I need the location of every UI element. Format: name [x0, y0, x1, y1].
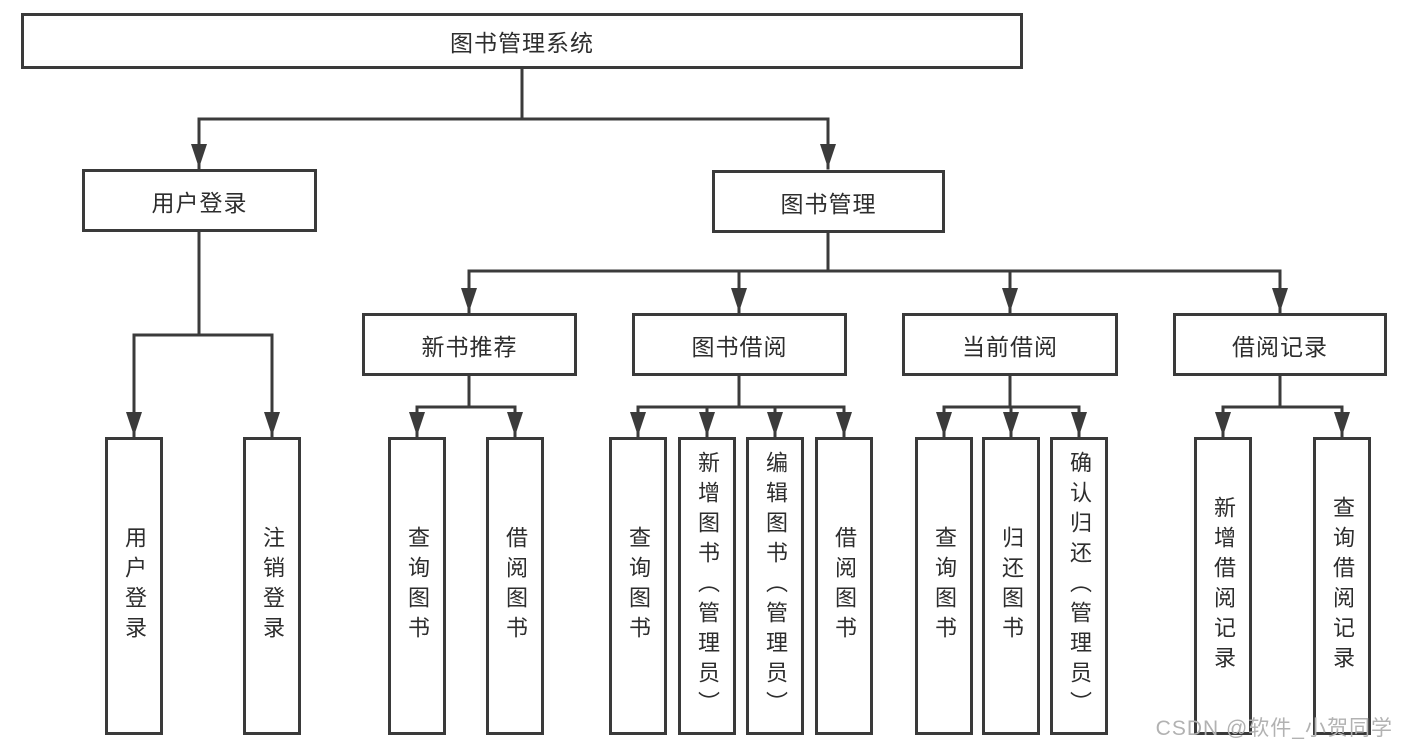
node-label: 注销登录 — [260, 526, 285, 646]
leaf-logout: 注销登录 — [243, 437, 301, 735]
node-label: 借阅记录 — [1232, 333, 1328, 360]
node-label: 用户登录 — [151, 189, 248, 216]
node-label: 图书借阅 — [691, 333, 788, 360]
node-label: 图书管理系统 — [450, 30, 594, 56]
node-label: 确认归还（管理员） — [1067, 451, 1092, 721]
node-current-borrowing: 当前借阅 — [902, 313, 1118, 376]
leaf-query-books-recommend: 查询图书 — [388, 437, 446, 735]
leaf-query-books-current: 查询图书 — [915, 437, 973, 735]
node-new-book-recommend: 新书推荐 — [362, 313, 577, 376]
node-label: 归还图书 — [999, 526, 1024, 646]
node-label: 查询图书 — [932, 526, 957, 646]
node-borrowing-records: 借阅记录 — [1173, 313, 1387, 376]
node-label: 借阅图书 — [832, 526, 857, 646]
node-label: 查询图书 — [405, 526, 430, 646]
leaf-add-borrow-record: 新增借阅记录 — [1194, 437, 1252, 735]
node-label: 新增借阅记录 — [1211, 496, 1236, 676]
node-label: 编辑图书（管理员） — [763, 451, 788, 721]
node-label: 新增图书（管理员） — [695, 451, 720, 721]
leaf-borrow-books-borrowing: 借阅图书 — [815, 437, 873, 735]
node-book-borrowing: 图书借阅 — [632, 313, 847, 376]
leaf-query-borrow-record: 查询借阅记录 — [1313, 437, 1371, 735]
csdn-watermark: CSDN @软件_小贺同学 — [1155, 717, 1393, 740]
leaf-add-book-admin: 新增图书（管理员） — [678, 437, 736, 735]
node-label: 图书管理 — [780, 190, 877, 217]
leaf-query-books-borrowing: 查询图书 — [609, 437, 667, 735]
node-label: 当前借阅 — [962, 333, 1058, 360]
node-label: 用户登录 — [122, 526, 147, 646]
leaf-confirm-return-admin: 确认归还（管理员） — [1050, 437, 1108, 735]
leaf-edit-book-admin: 编辑图书（管理员） — [746, 437, 804, 735]
node-library-management-system: 图书管理系统 — [21, 13, 1023, 69]
node-label: 查询图书 — [626, 526, 651, 646]
leaf-user-login: 用户登录 — [105, 437, 163, 735]
node-book-management: 图书管理 — [712, 170, 945, 233]
node-label: 新书推荐 — [421, 333, 518, 360]
leaf-borrow-books-recommend: 借阅图书 — [486, 437, 544, 735]
node-user-login: 用户登录 — [82, 169, 317, 232]
leaf-return-books: 归还图书 — [982, 437, 1040, 735]
node-label: 查询借阅记录 — [1330, 496, 1355, 676]
node-label: 借阅图书 — [503, 526, 528, 646]
